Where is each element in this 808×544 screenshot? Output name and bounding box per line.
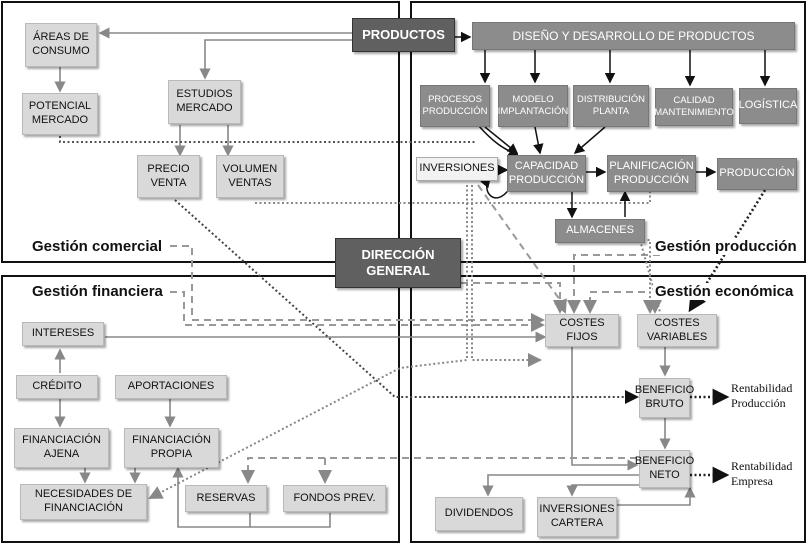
node-almacenes: ALMACENES — [555, 219, 645, 243]
node-inversiones-cartera: INVERSIONES CARTERA — [537, 497, 617, 537]
edge-volumen-planificacion — [255, 192, 651, 204]
node-capacidad-produccion: CAPACIDAD PRODUCCIÓN — [507, 155, 586, 192]
node-inversiones: INVERSIONES — [416, 157, 498, 181]
node-logistica: LOGÍSTICA — [739, 88, 797, 124]
node-aportaciones: APORTACIONES — [115, 375, 227, 399]
node-beneficio-neto: BENEFICIO NETO — [635, 450, 694, 488]
label-gestion-financiera: Gestión financiera — [30, 283, 165, 300]
node-diseno-desarrollo: DISEÑO Y DESARROLLO DE PRODUCTOS — [472, 22, 795, 50]
node-costes-fijos: COSTES FIJOS — [545, 314, 619, 347]
node-dividendos: DIVIDENDOS — [435, 497, 523, 531]
node-costes-variables: COSTES VARIABLES — [637, 314, 717, 347]
node-distribucion-planta: DISTRIBUCIÓN PLANTA — [573, 85, 649, 127]
edge-fondos-propia — [250, 513, 331, 528]
edge-neto-reservas — [241, 457, 637, 484]
label-gestion-produccion: Gestión producción — [653, 238, 799, 255]
node-planificacion-produccion: PLANIFICACIÓN PRODUCCIÓN — [607, 155, 696, 192]
edge-inversiones-costes-fijos-dotted — [471, 185, 542, 367]
node-precio-venta: PRECIO VENTA — [137, 155, 200, 198]
edge-capacidad-loop — [480, 176, 511, 199]
node-produccion: PRODUCCIÓN — [717, 158, 797, 190]
node-productos: PRODUCTOS — [352, 18, 455, 52]
node-estudios-mercado: ESTUDIOS MERCADO — [168, 80, 241, 124]
edge-productos-estudios-mercado — [199, 39, 352, 80]
node-calidad-mantenimiento: CALIDAD MANTENIMIENTO — [654, 88, 734, 126]
edge-procesos-capacidad — [484, 126, 519, 154]
edge-gestion-economica-costes — [583, 291, 645, 314]
edge-direccion-costes — [461, 282, 567, 314]
label-gestion-economica: Gestión económica — [653, 283, 796, 300]
node-modelo-implantacion: MODELO IMPLANTACIÓN — [498, 85, 568, 127]
edge-almacenes-dotted — [639, 239, 661, 313]
edge-inversiones-necesidades — [148, 185, 468, 499]
node-procesos-produccion: PROCESOS PRODUCCIÓN — [420, 85, 490, 127]
edge-cartera-neto — [617, 486, 696, 506]
node-credito: CRÉDITO — [16, 375, 98, 399]
node-necesidades-financiacion: NECESIDADES DE FINANCIACIÓN — [20, 484, 147, 520]
node-beneficio-bruto: BENEFICIO BRUTO — [635, 378, 694, 418]
edge-neto-cartera — [566, 484, 665, 497]
label-rentabilidad-produccion: Rentabilidad Producción — [731, 381, 793, 410]
node-volumen-ventas: VOLUMEN VENTAS — [216, 155, 284, 198]
node-reservas: RESERVAS — [185, 485, 267, 512]
label-rentabilidad-empresa: Rentabilidad Empresa — [731, 459, 793, 488]
label-gestion-comercial: Gestión comercial — [30, 238, 165, 255]
edge-gestion-produccion-costes — [567, 254, 660, 314]
node-intereses: INTERESES — [22, 322, 104, 346]
edge-costes-fijos-beneficio-neto — [571, 347, 639, 471]
edge-reservas-propia — [172, 466, 251, 528]
edge-potencial-volumen — [59, 136, 475, 143]
node-areas-consumo: ÁREAS DE CONSUMO — [25, 23, 97, 67]
node-direccion-general: DIRECCIÓN GENERAL — [335, 238, 461, 288]
edge-distribucion-capacidad — [573, 126, 606, 154]
edge-gestion-financiera-costes — [170, 291, 545, 332]
node-financiacion-ajena: FINANCIACIÓN AJENA — [14, 428, 109, 468]
node-financiacion-propia: FINANCIACIÓN PROPIA — [124, 428, 219, 468]
edge-neto-dividendos — [482, 474, 640, 497]
edge-inversiones-costes-fijos — [477, 184, 567, 314]
node-fondos-prev: FONDOS PREV. — [283, 485, 386, 512]
node-potencial-mercado: POTENCIAL MERCADO — [22, 93, 98, 135]
edge-procesos-loop — [477, 124, 520, 157]
edge-modelo-capacidad — [533, 126, 544, 155]
